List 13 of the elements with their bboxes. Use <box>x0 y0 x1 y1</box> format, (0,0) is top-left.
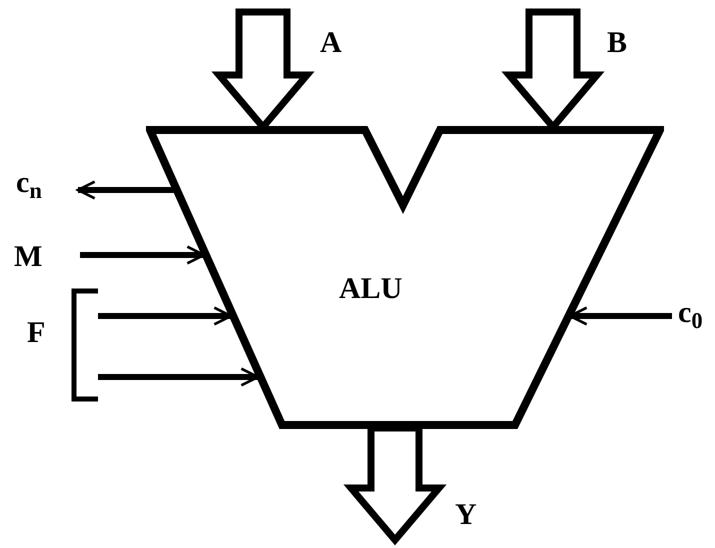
signal-label: Y <box>455 500 477 530</box>
signal-label: F <box>27 318 46 348</box>
arrow <box>98 367 260 387</box>
arrow <box>568 306 672 326</box>
signal-label: A <box>320 28 342 58</box>
signal-label: M <box>14 242 42 272</box>
arrow <box>80 245 206 265</box>
signal-label: c$_{0}$ <box>678 298 703 328</box>
arrow <box>98 306 232 326</box>
arrow <box>76 180 176 200</box>
signal-label: c$_{n}$ <box>16 168 42 198</box>
signal-label: B <box>607 28 628 58</box>
unit-label: ALU <box>339 274 402 304</box>
